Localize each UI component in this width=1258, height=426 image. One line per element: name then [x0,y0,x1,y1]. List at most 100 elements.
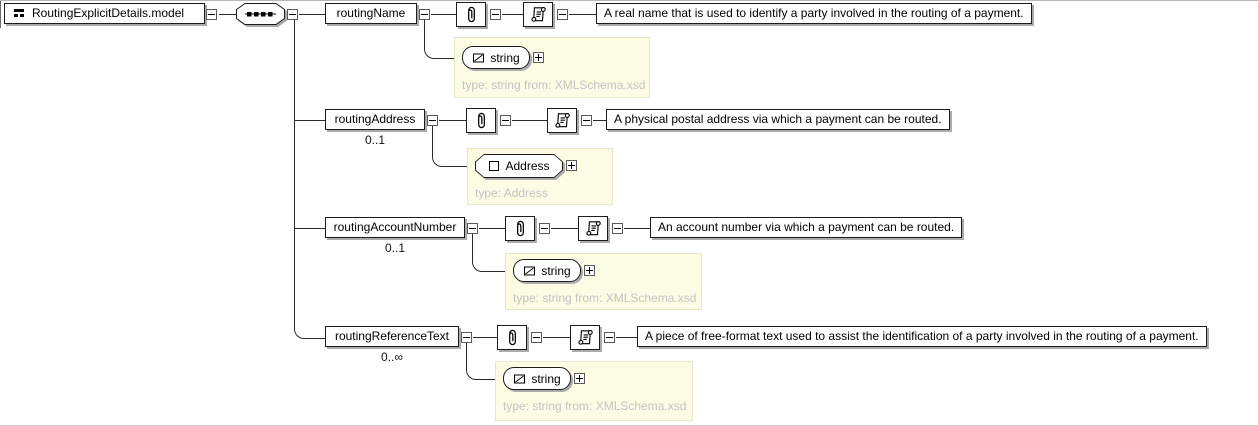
scroll-icon [555,113,570,128]
paperclip-icon [508,329,516,346]
cardinality-label: 0..1 [364,133,385,147]
paperclip-icon [477,112,485,129]
element-name-label: routingName [336,6,406,20]
connector-line [299,14,325,15]
type-connector-line [432,126,468,167]
connector-line [431,14,456,15]
type-label: string [541,263,571,278]
type-caption: type: string from: XMLSchema.xsd [513,291,697,305]
description-node[interactable]: A real name that is used to identify a p… [596,3,1032,24]
collapse-box[interactable] [557,9,568,20]
connector-line [439,120,466,121]
annotation-node[interactable] [456,2,486,27]
connector-line [502,14,523,15]
pane-edge [0,1,1,28]
collapse-box[interactable] [427,115,438,126]
connector-line [465,228,468,229]
annotation-node[interactable] [466,108,496,133]
annotation-node[interactable] [505,216,535,241]
type-caption: type: string from: XMLSchema.xsd [503,399,687,413]
scroll-icon [531,7,546,22]
documentation-node[interactable] [570,325,600,350]
element-node-routingAccountNumber[interactable]: routingAccountNumber [325,217,465,238]
collapse-box[interactable] [581,115,592,126]
type-caption: type: Address [475,186,548,200]
collapse-box[interactable] [490,9,501,20]
expand-box[interactable] [584,265,595,276]
element-name-label: routingAddress [334,112,416,126]
collapse-box[interactable] [612,223,623,234]
description-text: An account number via which a payment ca… [658,220,955,234]
root-model-label: RoutingExplicitDetails.model [32,6,185,20]
connector-line [425,120,428,121]
type-connector-line [424,20,455,59]
collapse-box[interactable] [461,332,472,343]
connector-line [473,337,497,338]
description-node[interactable]: An account number via which a payment ca… [650,217,963,238]
cardinality-label: 0..1 [384,241,405,255]
type-pill-address[interactable]: Address [475,154,563,178]
connector-line [593,120,606,121]
simple-type-icon [514,374,526,383]
collapse-box[interactable] [531,332,542,343]
collapse-box[interactable] [467,223,478,234]
sequence-icon[interactable] [236,3,285,25]
type-pill-string[interactable]: string [513,259,581,282]
connector-line [616,337,637,338]
type-connector-line [466,343,496,380]
connector-line [219,14,236,15]
element-node-routingName[interactable]: routingName [325,3,417,24]
scroll-icon [578,330,593,345]
element-name-label: routingAccountNumber [333,220,457,234]
tree-trunk-line [294,20,326,339]
root-model-node[interactable]: RoutingExplicitDetails.model [4,3,205,24]
connector-line [284,14,288,15]
element-node-routingReferenceText[interactable]: routingReferenceText [325,326,459,347]
collapse-box[interactable] [539,223,550,234]
connector-line [624,228,650,229]
expand-box[interactable] [574,373,585,384]
type-label: Address [505,159,550,173]
collapse-box[interactable] [604,332,615,343]
connector-line [512,120,547,121]
type-pill-string[interactable]: string [503,367,571,390]
cardinality-label: 0..∞ [381,350,403,364]
documentation-node[interactable] [523,2,553,27]
collapse-box[interactable] [287,9,298,20]
type-caption: type: string from: XMLSchema.xsd [462,78,646,92]
model-icon [14,8,24,17]
description-text: A real name that is used to identify a p… [604,6,1024,20]
type-label: string [490,50,520,65]
paperclip-icon [516,220,524,237]
paperclip-icon [467,6,475,23]
simple-type-icon [524,266,536,275]
description-node[interactable]: A piece of free-format text used to assi… [637,326,1207,347]
expand-box[interactable] [533,52,544,63]
connector-line [417,14,420,15]
element-name-label: routingReferenceText [334,329,450,343]
description-node[interactable]: A physical postal address via which a pa… [606,109,950,130]
connector-line [551,228,578,229]
annotation-node[interactable] [497,325,527,350]
connector-line [295,228,325,229]
connector-line [479,228,505,229]
complex-type-icon [488,160,500,172]
collapse-box[interactable] [500,115,511,126]
element-node-routingAddress[interactable]: routingAddress [325,109,425,130]
documentation-node[interactable] [547,108,577,133]
type-pill-string[interactable]: string [462,46,530,69]
scroll-icon [586,221,601,236]
documentation-node[interactable] [578,216,608,241]
description-text: A physical postal address via which a pa… [614,112,942,126]
simple-type-icon [473,53,485,62]
connector-line [543,337,570,338]
collapse-box[interactable] [206,9,217,20]
type-connector-line [472,234,506,272]
collapse-box[interactable] [419,9,430,20]
type-label: string [531,371,561,386]
expand-box[interactable] [566,160,577,171]
connector-line [459,337,462,338]
description-text: A piece of free-format text used to assi… [645,329,1199,343]
type-box [454,37,650,98]
